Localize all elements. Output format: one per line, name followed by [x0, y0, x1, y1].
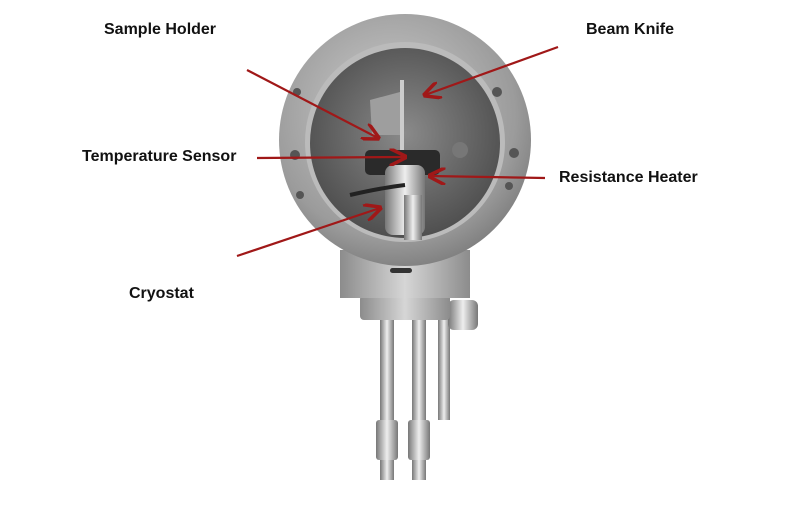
- label-cryostat: Cryostat: [129, 285, 194, 302]
- label-temperature-sensor: Temperature Sensor: [82, 148, 237, 165]
- chamber-window: [310, 48, 500, 238]
- feedthrough-rods: [360, 295, 478, 480]
- cryostat-arrow: [236, 208, 380, 258]
- callout-arrows: [236, 45, 559, 258]
- label-sample-holder: Sample Holder: [104, 21, 217, 38]
- label-beam-knife: Beam Knife: [586, 21, 675, 38]
- label-resistance-heater: Resistance Heater: [559, 169, 698, 186]
- beam-knife-arrow: [425, 45, 559, 95]
- temperature-sensor-arrow: [256, 157, 405, 158]
- slot: [390, 268, 412, 273]
- resistance-heater-arrow: [430, 176, 546, 178]
- sample-holder-arrow: [246, 69, 378, 138]
